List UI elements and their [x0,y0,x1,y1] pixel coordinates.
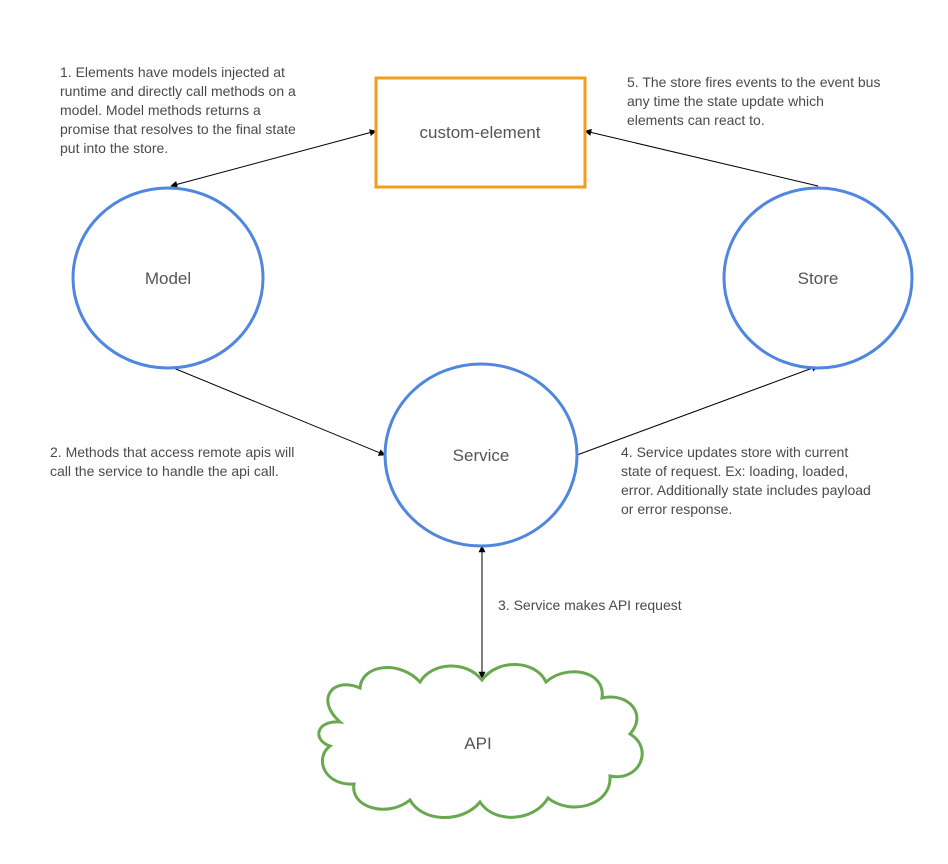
arrow-model-service [170,366,386,456]
store-label: Store [798,269,839,288]
model-label: Model [145,269,191,288]
step-1-note: 1. Elements have models injected at runt… [60,64,296,156]
step-5-note: 5. The store fires events to the event b… [627,74,881,128]
custom-element-box: custom-element [374,76,587,189]
step-2-note: 2. Methods that access remote apis will … [50,444,295,479]
api-label: API [464,734,491,753]
arrow-model-element [170,129,377,188]
service-node: Service [383,362,579,548]
store-node: Store [722,186,914,370]
arrow-store-element [584,129,819,187]
step-4-note: 4. Service updates store with current st… [621,444,871,517]
api-cloud: API [317,663,644,819]
step-3-note: 3. Service makes API request [498,597,682,613]
arrow-service-store [576,364,819,456]
custom-element-label: custom-element [420,123,541,142]
model-node: Model [71,186,265,370]
service-label: Service [453,446,510,465]
